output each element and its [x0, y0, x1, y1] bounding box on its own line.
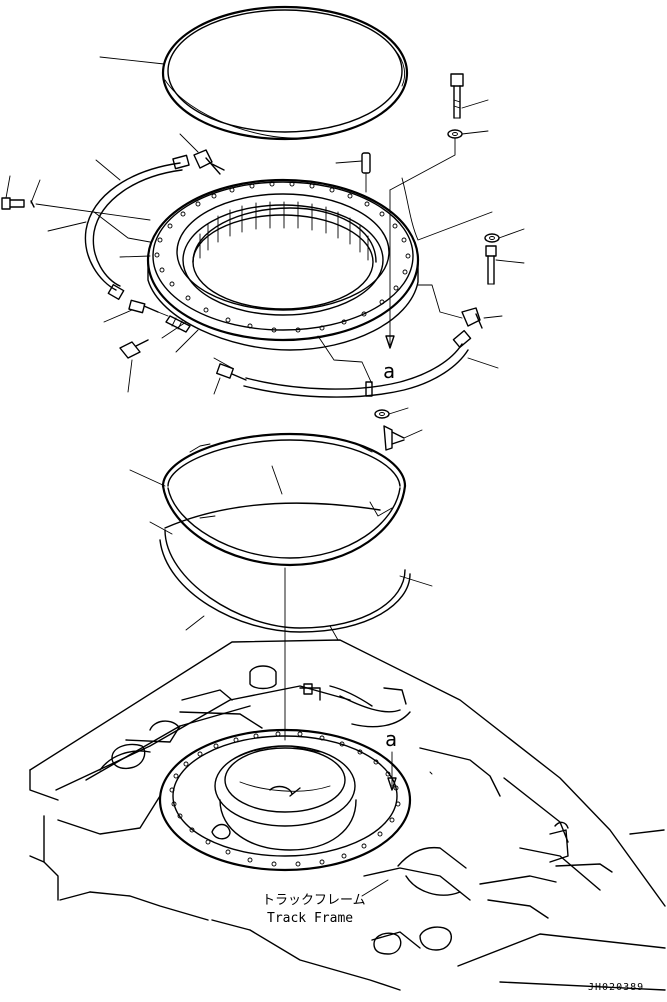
- connector-icon: [216, 363, 247, 381]
- elbow-fitting-icon: [119, 339, 149, 359]
- top-seal-ring: [161, 5, 409, 141]
- leader-bolt-top: [461, 99, 489, 109]
- elbow-fitting-icon: [193, 149, 225, 175]
- leader-seal: [99, 56, 165, 65]
- bolt-icon: [1, 197, 25, 210]
- dowel-pin-icon: [361, 152, 371, 174]
- bolt-icon: [485, 245, 497, 285]
- elbow-fitting-icon: [461, 307, 483, 329]
- o-ring-seal: [159, 502, 411, 633]
- track-frame-label-en: Track Frame: [267, 911, 353, 926]
- bolt-icon: [450, 73, 464, 119]
- leader-washer-to-ring: [389, 137, 456, 191]
- washer-icon: [374, 409, 390, 419]
- leader-washer-top: [461, 130, 489, 135]
- connector-icon: [165, 315, 191, 333]
- connector-icon: [365, 381, 373, 397]
- ref-label-a-upper: a: [383, 359, 395, 383]
- swing-circle: [146, 178, 420, 351]
- leader-pin: [335, 160, 363, 164]
- washer-icon: [447, 129, 463, 139]
- washer-icon: [30, 200, 35, 208]
- ref-label-a-lower: a: [385, 727, 397, 751]
- washer-icon: [484, 233, 500, 243]
- track-frame-label-jp: トラックフレーム: [262, 893, 366, 908]
- bolt-icon: [383, 425, 405, 451]
- dust-seal-ring: [161, 432, 407, 567]
- hose-icon: [84, 154, 190, 301]
- hose-icon: [243, 329, 472, 398]
- track-frame: [29, 639, 666, 991]
- drawing-code: JH020389: [588, 982, 644, 993]
- connector-icon: [128, 299, 159, 314]
